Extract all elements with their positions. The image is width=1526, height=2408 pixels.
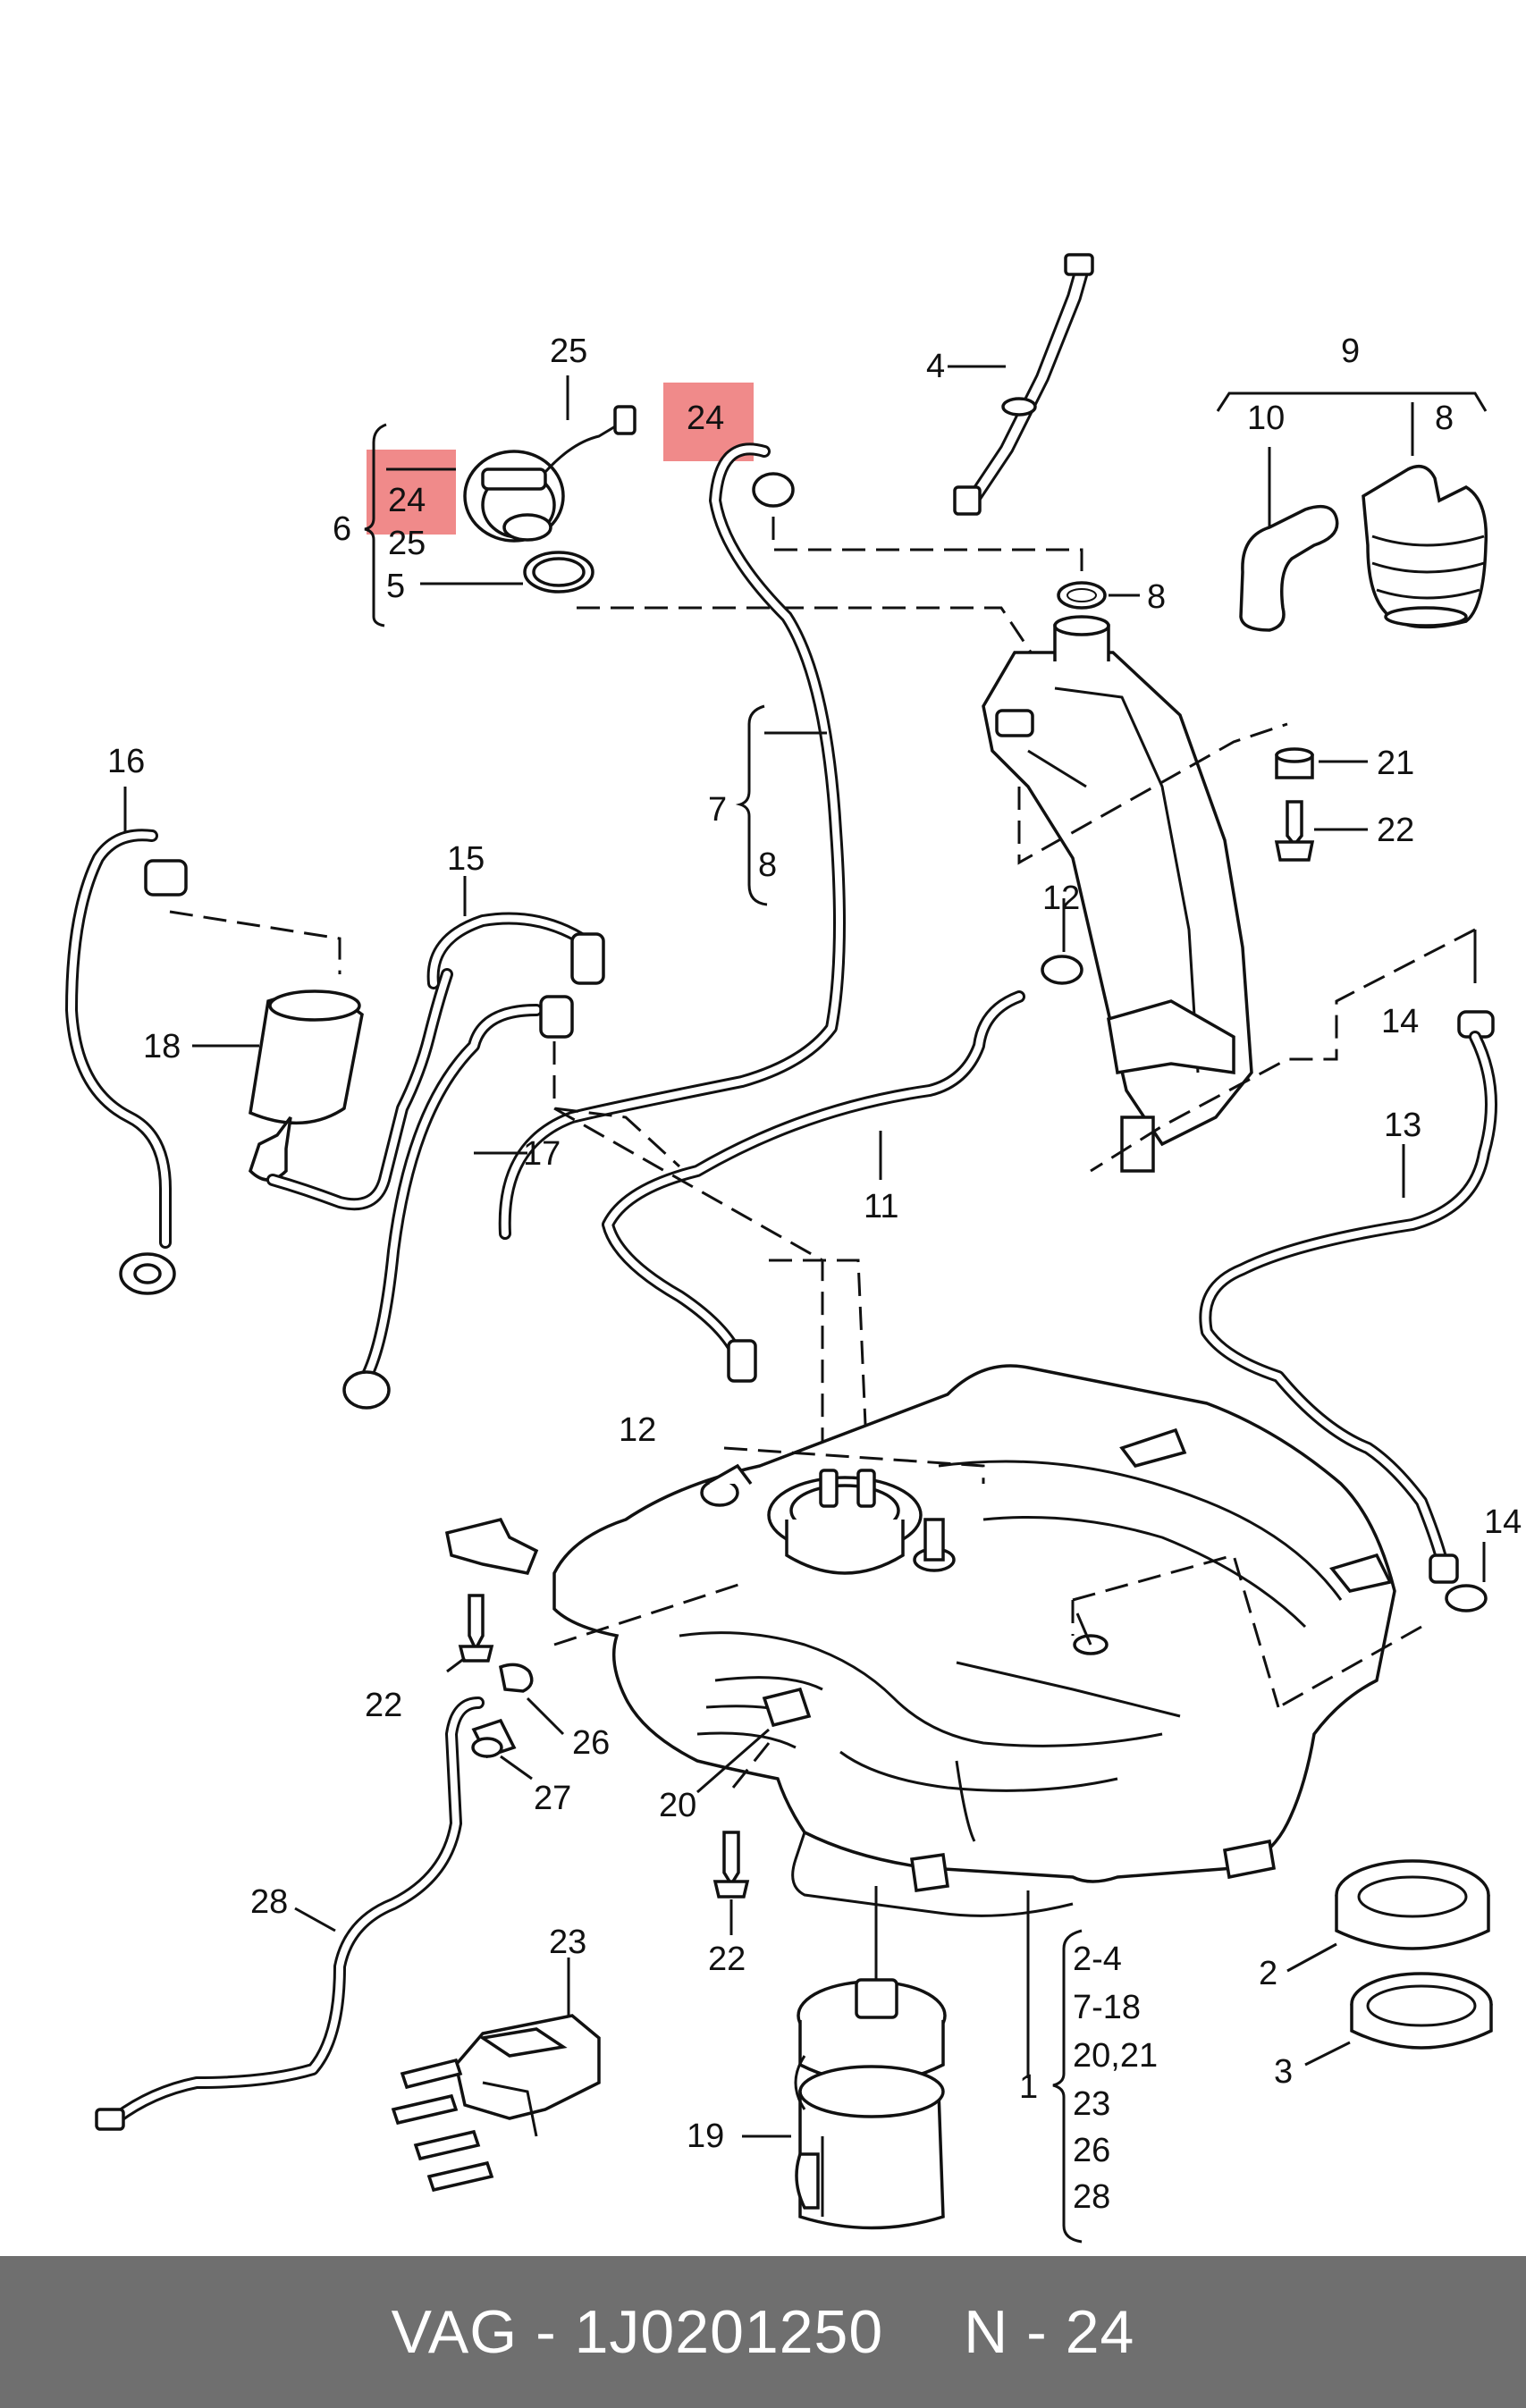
label-7: 7: [708, 791, 727, 829]
label-4: 4: [926, 348, 945, 385]
label-16: 16: [107, 743, 145, 780]
fuel-supply-lines-drawing: [342, 876, 681, 1410]
label-18: 18: [143, 1028, 181, 1065]
highlight-24-left: [367, 450, 456, 535]
label-13: 13: [1384, 1107, 1421, 1144]
group-list-item: 23: [1073, 2085, 1110, 2123]
label-17: 17: [523, 1135, 561, 1173]
label-10: 10: [1247, 400, 1285, 437]
label-14-top: 14: [1381, 1003, 1419, 1040]
breather-line-drawing: [1090, 928, 1497, 1612]
label-28: 28: [250, 1883, 288, 1921]
label-27: 27: [534, 1780, 571, 1817]
vent-hose-drawing: [498, 442, 846, 1240]
label-8-grommet: 8: [1435, 400, 1454, 437]
label-20: 20: [659, 1787, 696, 1824]
fuel-pump-module-drawing: [742, 1886, 947, 2230]
label-12-lower: 12: [619, 1411, 656, 1449]
label-22-top: 22: [1377, 812, 1414, 849]
filler-grommet-drawing: [1216, 392, 1488, 632]
label-11: 11: [864, 1188, 898, 1225]
group-list-item: 28: [1073, 2178, 1110, 2216]
label-2: 2: [1259, 1955, 1277, 1992]
mounting-parts-drawing: [95, 1594, 770, 2131]
label-14-lower: 14: [1484, 1503, 1522, 1541]
filler-neck-drawing: [982, 615, 1253, 1173]
label-22-left: 22: [365, 1687, 402, 1724]
label-22-bottom: 22: [708, 1941, 746, 1978]
label-12-top: 12: [1042, 880, 1080, 917]
label-3: 3: [1274, 2053, 1293, 2091]
locking-ring-drawing: [1286, 1859, 1490, 1973]
label-23: 23: [549, 1924, 586, 1961]
parts-diagram: 25 24 24 25 6 5 4 9 10 8 8 7 8 21 22 16 …: [65, 253, 1522, 2244]
return-line-drawing: [553, 898, 1083, 1467]
group-list-item: 26: [1073, 2132, 1110, 2169]
label-9: 9: [1341, 333, 1360, 370]
position-number: N - 24: [964, 2298, 1135, 2366]
label-25-top: 25: [550, 333, 587, 370]
label-5: 5: [386, 568, 405, 605]
part-1-group-bracket: [1026, 1890, 1083, 2244]
fuel-cap-drawing: [364, 375, 637, 627]
label-15: 15: [447, 840, 485, 878]
label-19: 19: [687, 2118, 724, 2155]
label-1: 1: [1019, 2068, 1038, 2106]
fuel-filter-drawing: [65, 787, 453, 1295]
label-8-hose: 8: [758, 846, 777, 884]
footer-bar: VAG - 1J0201250 N - 24: [0, 2256, 1526, 2408]
wire-harness-drawing: [948, 253, 1094, 516]
seal-ring-drawing: [1304, 1972, 1493, 2067]
label-24-top-highlight: 24: [687, 400, 724, 437]
group-list-item: 7-18: [1073, 1989, 1141, 2026]
label-21: 21: [1377, 745, 1414, 782]
fuel-tank-drawing: [444, 1364, 1422, 1917]
label-8-oring: 8: [1147, 578, 1166, 616]
nut-screw-drawing: [1017, 722, 1368, 865]
part-number: VAG - 1J0201250: [391, 2298, 884, 2366]
o-ring-drawing: [577, 483, 1140, 662]
label-25-left: 25: [388, 525, 426, 562]
group-list-item: 20,21: [1073, 2037, 1158, 2075]
valve-block-drawing: [391, 1958, 601, 2193]
label-6: 6: [333, 510, 351, 548]
label-26: 26: [572, 1724, 610, 1762]
group-list-item: 2-4: [1073, 1941, 1122, 1978]
label-24-left-highlight: 24: [388, 482, 426, 519]
